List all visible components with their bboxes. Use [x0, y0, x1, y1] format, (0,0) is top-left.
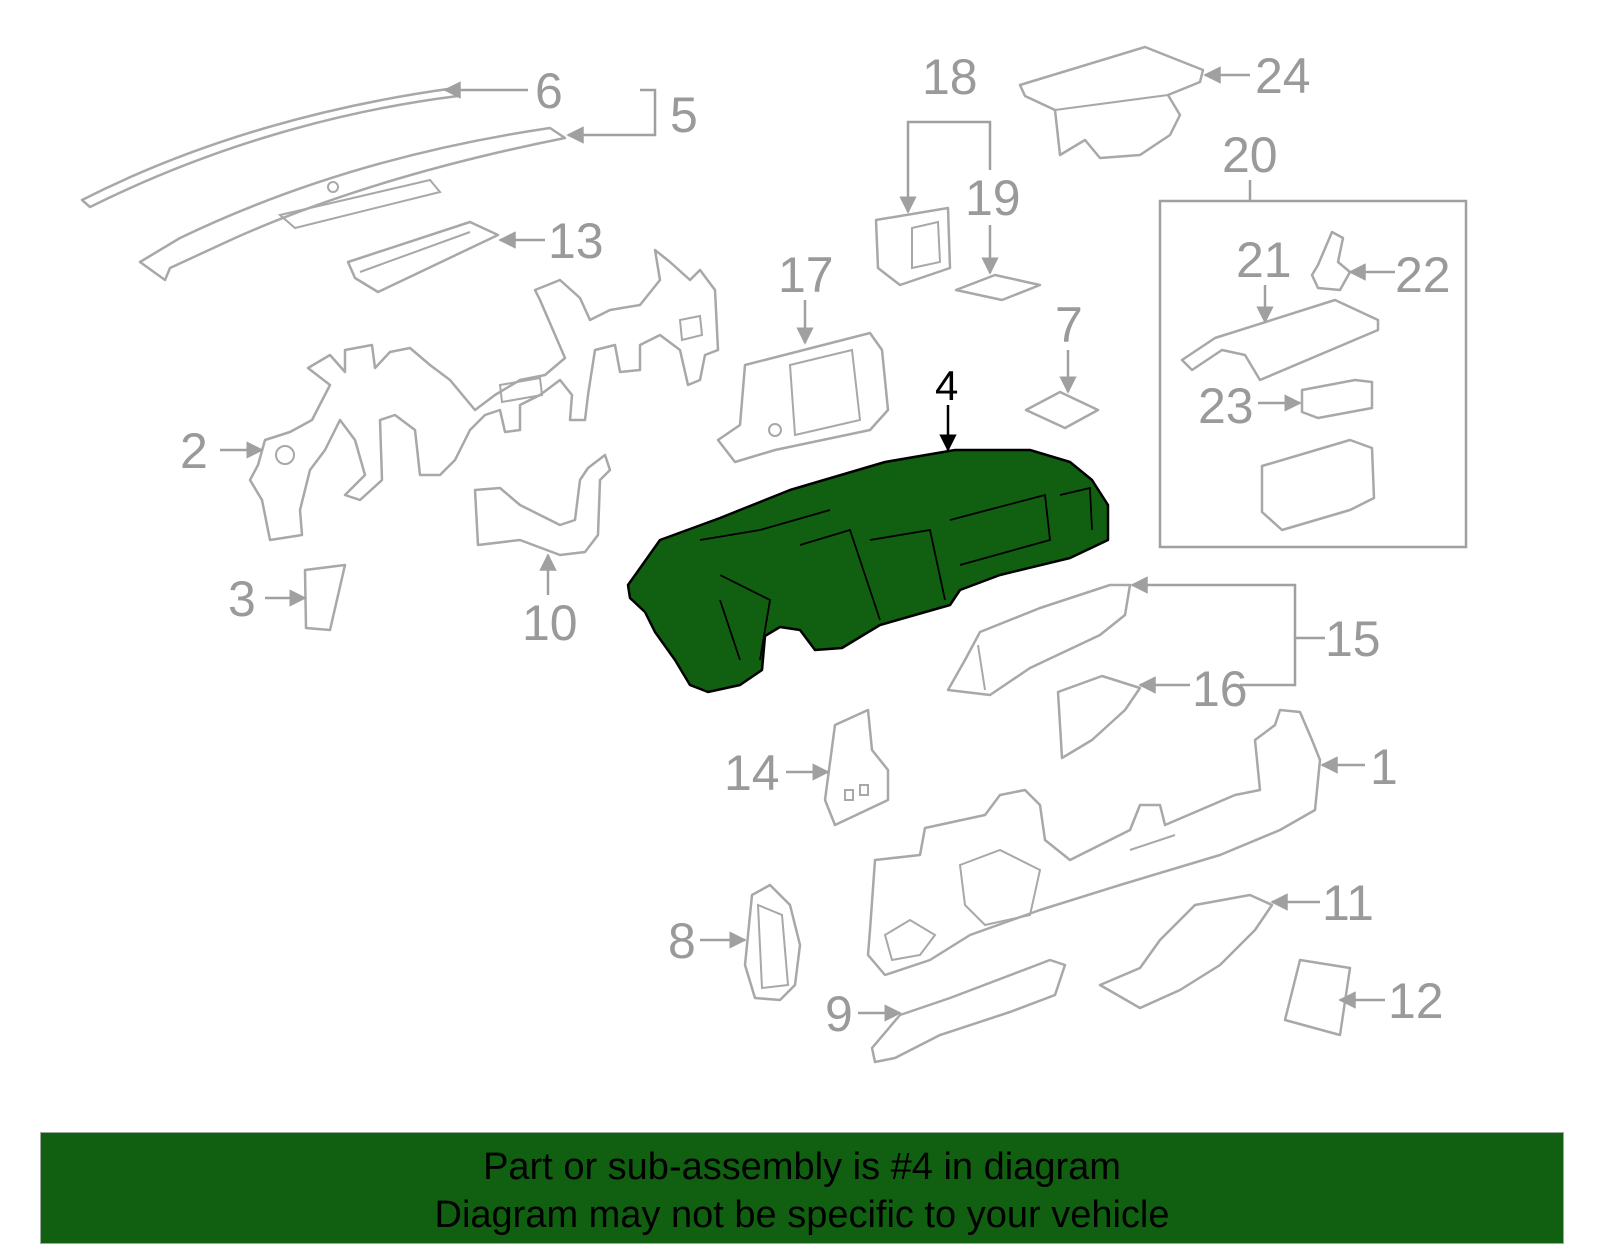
- callout-1: 1: [1370, 739, 1398, 795]
- callout-8: 8: [668, 913, 696, 969]
- callout-18: 18: [922, 49, 978, 105]
- callout-6: 6: [535, 63, 563, 119]
- part-7-pad: [1024, 390, 1100, 430]
- info-banner: Part or sub-assembly is #4 in diagram Di…: [40, 1132, 1564, 1244]
- part-24-glove-box-upper: [1018, 45, 1205, 160]
- callout-2: 2: [180, 423, 208, 479]
- callout-12: 12: [1388, 973, 1444, 1029]
- part-16-glove-box-bin: [1056, 674, 1142, 760]
- part-17-center-bezel: [716, 331, 890, 464]
- part-15-glove-box-door: [946, 583, 1132, 697]
- banner-part-note: Part or sub-assembly is #4 in diagram: [483, 1146, 1121, 1188]
- callout-23: 23: [1198, 378, 1254, 434]
- part-5-upper-trim-panel: [138, 126, 567, 282]
- part-4-instrument-panel: [626, 448, 1110, 694]
- callout-labels: 6 5 13 2 3 10 17 18 19 7 24 20 21 22 23 …: [180, 48, 1451, 1042]
- part-6-garnish-strip: [80, 86, 460, 209]
- part-23-latch: [1300, 378, 1374, 420]
- callout-10: 10: [522, 595, 578, 651]
- callout-15: 15: [1325, 611, 1381, 667]
- part-9-knee-bolster: [870, 958, 1067, 1064]
- part-13-vent-panel: [346, 220, 500, 294]
- part-20-bin: [1260, 438, 1376, 532]
- part-12-side-cover: [1283, 958, 1352, 1037]
- callout-17: 17: [778, 247, 834, 303]
- callout-24: 24: [1255, 48, 1311, 104]
- callout-11: 11: [1322, 875, 1374, 931]
- callout-19: 19: [965, 170, 1021, 226]
- part-21-bin-cover: [1180, 298, 1380, 382]
- part-3-side-panel: [303, 563, 347, 632]
- part-11-lower-panel: [1098, 893, 1274, 1010]
- callout-13: 13: [548, 213, 604, 269]
- part-19-pad: [954, 273, 1042, 302]
- banner-disclaimer: Diagram may not be specific to your vehi…: [434, 1194, 1170, 1236]
- callout-3: 3: [228, 571, 256, 627]
- part-10-bracket: [473, 453, 612, 557]
- callout-20: 20: [1222, 127, 1278, 183]
- part-18-panel: [874, 206, 952, 287]
- callout-4: 4: [935, 362, 958, 409]
- callout-22: 22: [1395, 247, 1451, 303]
- callout-16: 16: [1192, 661, 1248, 717]
- part-20-assembly-box: [1158, 199, 1468, 549]
- callout-14: 14: [724, 745, 780, 801]
- callout-21: 21: [1236, 232, 1292, 288]
- callout-9: 9: [825, 986, 853, 1042]
- part-14-bracket: [823, 708, 890, 827]
- part-2-reinforcement-beam: [248, 248, 720, 542]
- part-1-lower-carrier: [866, 708, 1322, 977]
- leader-lines: [220, 66, 1395, 1022]
- callout-5: 5: [670, 87, 698, 143]
- callout-7: 7: [1055, 297, 1083, 353]
- part-8-end-cap: [743, 883, 802, 1002]
